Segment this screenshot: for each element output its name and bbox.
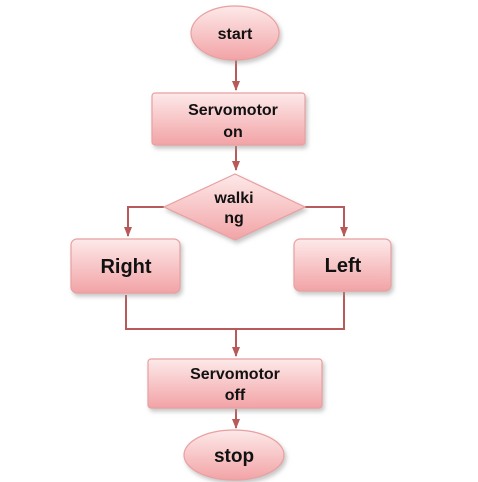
node-stop: stop <box>183 429 285 481</box>
edge-walking-to-left <box>305 206 348 237</box>
node-left-label: Left <box>325 255 362 277</box>
process-shape <box>147 358 323 409</box>
node-servomotor-on-label-1: Servomotor <box>188 102 278 119</box>
edge-right-to-merge <box>125 295 236 330</box>
edge-walking-to-right <box>124 206 164 237</box>
terminal-shape <box>190 5 280 61</box>
edges <box>124 60 348 429</box>
edge-left-to-merge <box>236 292 345 330</box>
node-right: Right <box>70 238 181 294</box>
node-start: start <box>190 5 280 61</box>
node-walking-label-2: ng <box>224 210 244 227</box>
node-stop-label: stop <box>214 446 254 467</box>
process-shape <box>70 238 181 294</box>
terminal-shape <box>183 429 285 481</box>
node-left: Left <box>293 238 392 292</box>
process-shape <box>151 92 306 146</box>
node-right-label: Right <box>100 256 151 278</box>
node-servomotor-off-label-1: Servomotor <box>190 366 280 383</box>
node-servomotor-on: Servomotor on <box>151 92 306 146</box>
node-servomotor-off-label-2: off <box>225 387 246 404</box>
node-servomotor-off: Servomotor off <box>147 358 323 409</box>
process-shape <box>293 238 392 292</box>
node-servomotor-on-label-2: on <box>223 124 243 141</box>
node-start-label: start <box>218 26 253 43</box>
node-walking-label-1: walki <box>213 190 253 207</box>
node-walking: walki ng <box>162 173 307 241</box>
decision-shape <box>162 173 307 241</box>
